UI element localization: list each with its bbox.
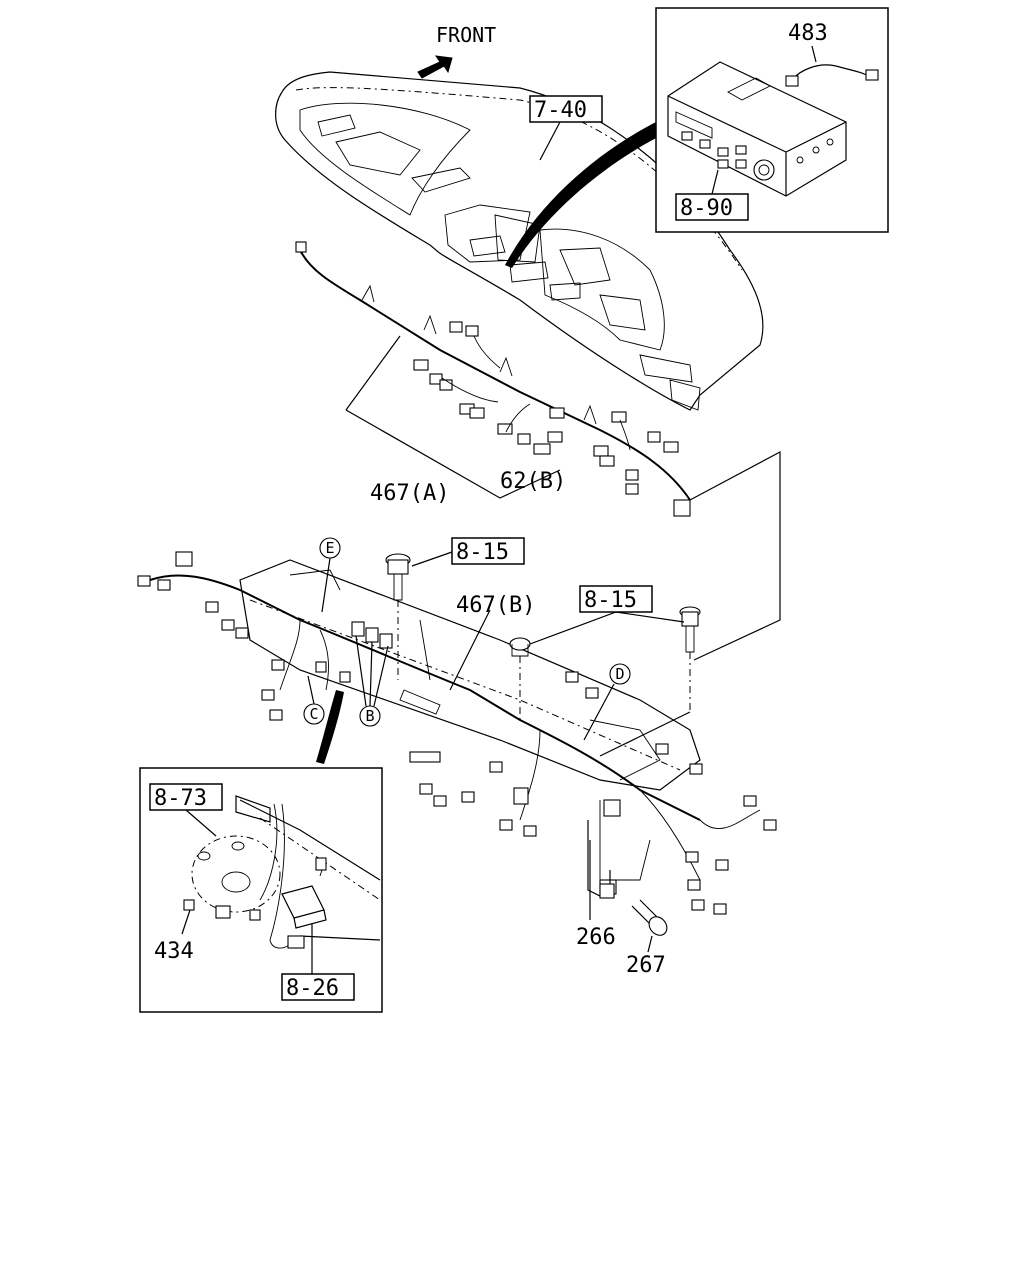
- ref-box-8-15-top: [451, 537, 525, 565]
- callout-b-label: B: [365, 707, 374, 725]
- label-62b: 62(B): [500, 469, 566, 494]
- leader-8-90: [711, 169, 719, 195]
- leader-7-40: [539, 121, 561, 161]
- leader-467b: [449, 609, 491, 691]
- bolt-right-drawing: [509, 606, 701, 720]
- ref-box-8-26: [281, 973, 355, 1001]
- callout-d: [609, 663, 631, 685]
- leader-8-15-right: [529, 611, 685, 645]
- ref-box-8-73: [149, 783, 223, 811]
- leader-bolt-right: [599, 711, 691, 757]
- bolt-top-drawing: [385, 553, 411, 680]
- leader-434: [181, 909, 191, 935]
- audio-unit-drawing: [667, 61, 847, 197]
- cross-beam-drawing: [239, 559, 701, 881]
- leader-8-15-top: [411, 551, 453, 567]
- ref-8-73: 8-73: [154, 786, 207, 811]
- ref-box-8-15-right: [579, 585, 653, 613]
- leader-c: [307, 675, 315, 705]
- callout-d-label: D: [615, 665, 624, 683]
- leader-8-73: [185, 809, 217, 837]
- leader-483: [811, 45, 817, 63]
- ref-7-40: 7-40: [534, 98, 587, 123]
- ref-8-90: 8-90: [680, 196, 733, 221]
- label-266: 266: [576, 925, 616, 950]
- bracket-drawing: [587, 820, 615, 899]
- label-434: 434: [154, 939, 194, 964]
- ref-8-15-top: 8-15: [456, 540, 509, 565]
- ref-box-7-40: [529, 95, 603, 123]
- antenna-lead-drawing: [785, 64, 879, 87]
- label-467a: 467(A): [370, 481, 449, 506]
- callout-e-label: E: [325, 539, 334, 557]
- front-label: FRONT: [436, 23, 496, 47]
- leader-467a: [345, 335, 561, 499]
- leader-d: [583, 683, 615, 741]
- leader-detail: [316, 690, 344, 764]
- leader-audio: [505, 120, 668, 268]
- front-arrow-icon: [417, 55, 453, 79]
- leader-267: [647, 935, 653, 953]
- detail-drawing: [183, 795, 381, 949]
- leader-b: [355, 635, 389, 707]
- harness-a-drawing: [295, 241, 691, 517]
- ref-8-15-right: 8-15: [584, 588, 637, 613]
- callout-c-label: C: [309, 705, 318, 723]
- leader-e: [321, 557, 331, 613]
- label-483: 483: [788, 21, 828, 46]
- bolt-267-drawing: [631, 899, 668, 936]
- label-267: 267: [626, 953, 666, 978]
- label-467b: 467(B): [456, 593, 535, 618]
- ref-box-8-90: [675, 193, 749, 221]
- instrument-panel-drawing: [275, 71, 764, 411]
- ref-8-26: 8-26: [286, 976, 339, 1001]
- leader-connector: [689, 451, 781, 661]
